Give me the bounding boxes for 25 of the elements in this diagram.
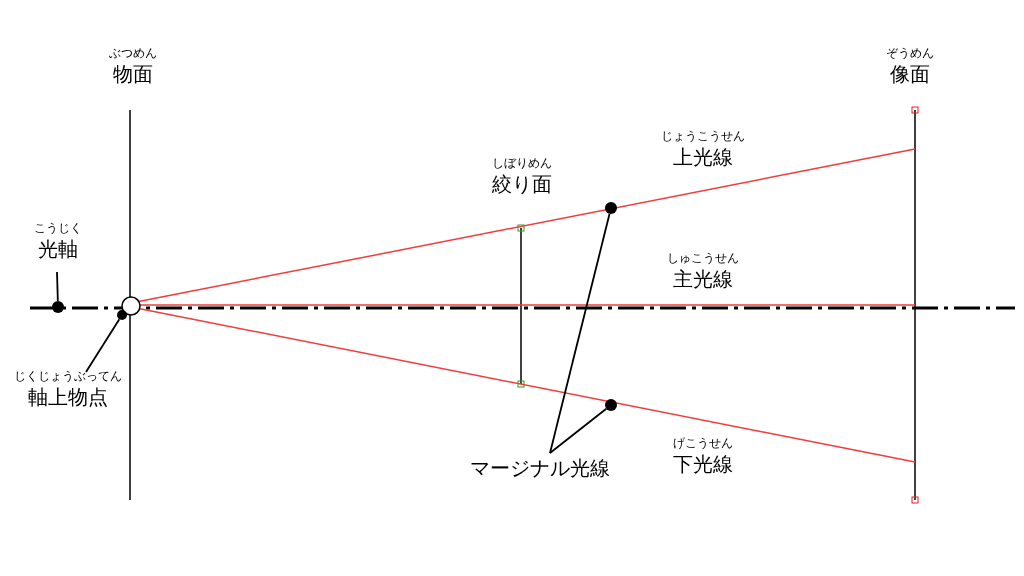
part-label: 主光線 [673,266,733,292]
furigana-text: こうじく [34,220,82,236]
furigana-text: じょうこうせん [661,128,745,144]
callout-label: 光軸 [38,236,78,262]
part-label: 物面 [113,61,153,87]
callout-label: マージナル光線 [470,455,610,481]
point-marker [605,202,617,214]
leader-line [56,271,59,302]
part-label: 下光線 [673,451,733,477]
point-marker [117,310,127,320]
part-label: 像面 [890,61,930,87]
furigana-text: しゅこうせん [667,250,739,266]
furigana-text: ぶつめん [109,45,157,61]
leader-line [85,318,121,373]
part-label: 上光線 [673,144,733,170]
leader-line [549,407,608,454]
point-marker [52,301,64,313]
furigana-text: ぞうめん [886,45,934,61]
leader-line [549,212,611,454]
furigana-text: げこうせん [673,435,733,451]
point-marker [605,399,617,411]
furigana-text: じくじょうぶってん [14,368,122,384]
callout-label: 軸上物点 [28,384,108,410]
part-label: 絞り面 [492,171,552,197]
furigana-text: しぼりめん [492,155,552,171]
